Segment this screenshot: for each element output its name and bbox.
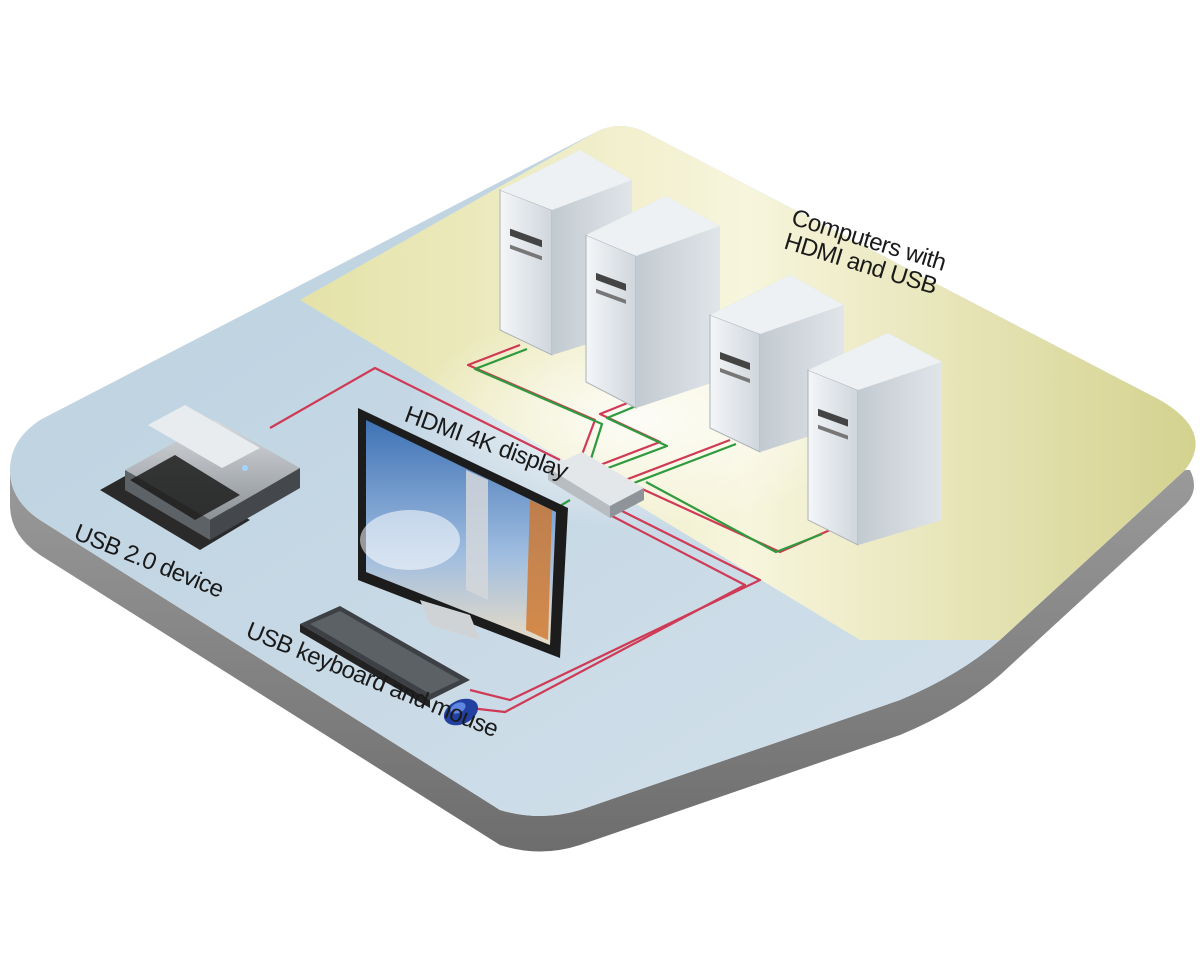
hdmi-cable [619, 438, 731, 484]
usb-cable [625, 442, 737, 488]
usb-cable [469, 509, 762, 702]
usb-cable [469, 515, 747, 714]
computer-tower-icon [807, 333, 942, 546]
cables [269, 343, 831, 714]
kvm-switch-icon [548, 452, 644, 518]
usb-cable [605, 400, 669, 470]
usb-cable [645, 481, 823, 554]
mouse-icon [443, 698, 479, 726]
monitor-icon [358, 408, 568, 658]
floor-edge [10, 470, 1194, 852]
usb-cable [473, 347, 604, 463]
printer-icon [100, 405, 300, 550]
usb-cable [269, 366, 561, 461]
keyboard-icon [300, 606, 470, 708]
computer-tower-icon [585, 196, 720, 409]
